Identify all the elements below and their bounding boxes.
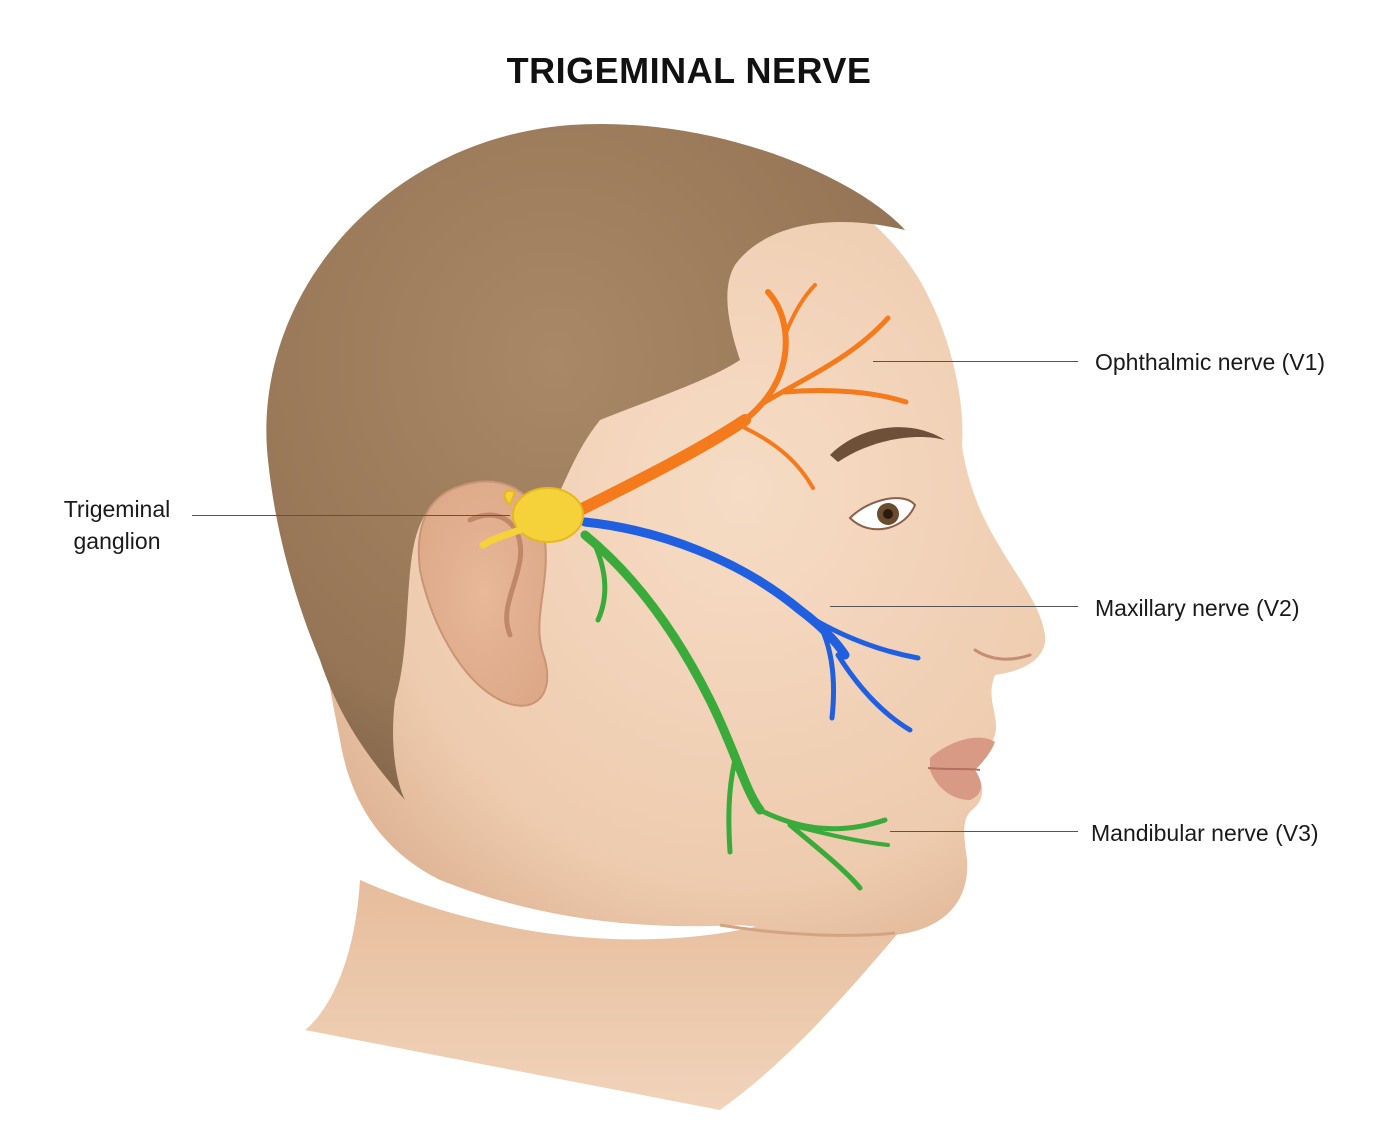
diagram-title: TRIGEMINAL NERVE: [506, 50, 872, 91]
label-ganglion-line1: Trigeminal: [63, 496, 171, 522]
eyebrow: [830, 427, 945, 462]
label-trigeminal-ganglion: Trigeminal ganglion: [52, 493, 182, 557]
label-ganglion-line2: ganglion: [73, 528, 161, 554]
leader-v2: [830, 606, 1078, 607]
leader-ganglion: [192, 515, 510, 516]
label-ophthalmic-nerve: Ophthalmic nerve (V1): [1095, 349, 1326, 375]
label-maxillary-nerve: Maxillary nerve (V2): [1095, 595, 1300, 621]
nose-line: [973, 648, 1032, 661]
hair: [266, 123, 905, 801]
pupil: [883, 509, 893, 519]
trigeminal-ganglion: [503, 487, 584, 543]
leader-v1: [873, 361, 1078, 362]
ophthalmic-nerve: [574, 283, 909, 516]
mandibular-nerve: [580, 530, 890, 891]
ganglion-root: [479, 526, 524, 549]
maxillary-nerve: [580, 517, 921, 733]
leader-v3: [890, 831, 1078, 832]
jaw-shade: [719, 923, 896, 937]
lip-line: [927, 767, 981, 771]
neck-shape: [305, 880, 905, 1110]
label-mandibular-nerve: Mandibular nerve (V3): [1091, 820, 1319, 846]
